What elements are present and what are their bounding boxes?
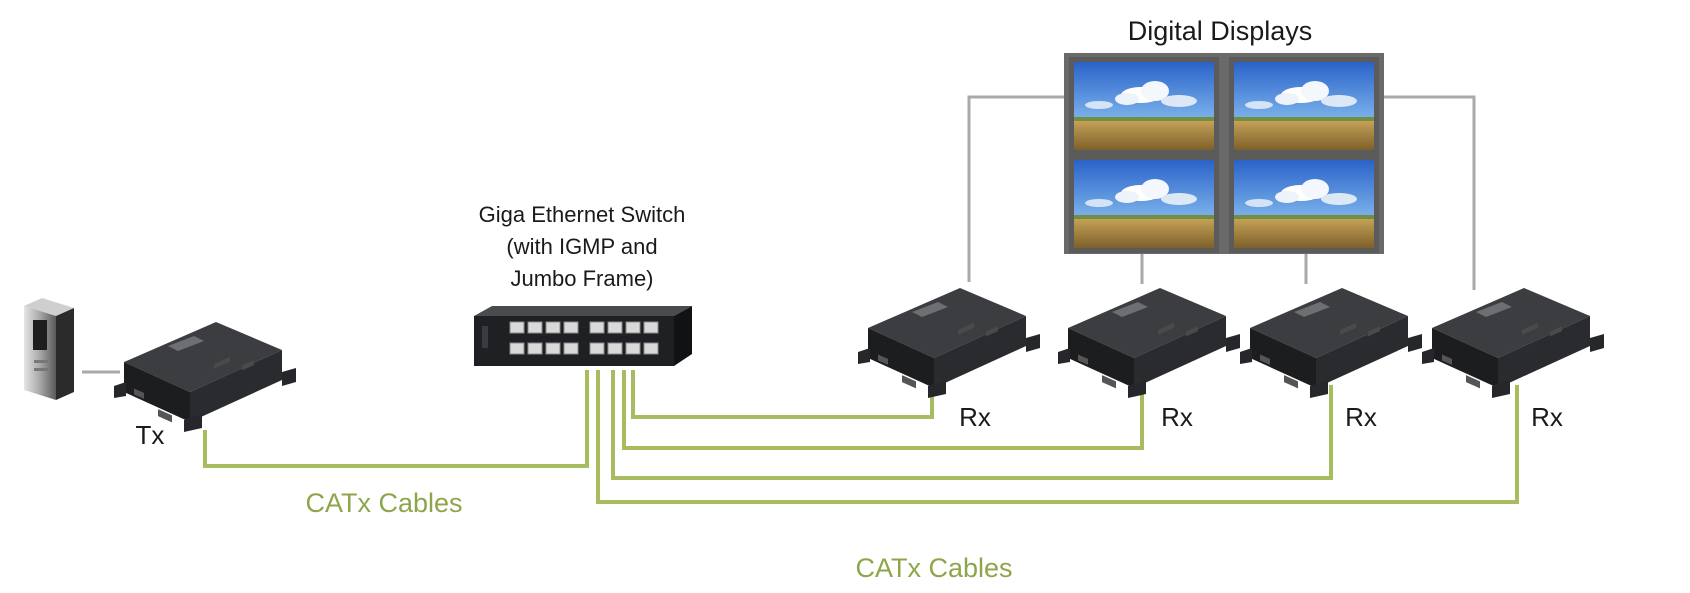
monitor-icon	[1069, 155, 1219, 253]
switch-label-line2: (with IGMP and	[506, 234, 657, 259]
ethernet-switch-icon	[474, 306, 692, 366]
diagram-title: Digital Displays	[1128, 16, 1313, 46]
hdmi-line-rx1	[967, 95, 1064, 282]
hdmi-extender-rx-icon	[1240, 288, 1422, 398]
catx-cables	[203, 370, 1519, 504]
hdmi-extender-rx-icon	[1058, 288, 1240, 398]
monitor-icon	[1229, 57, 1379, 155]
rx-label: Rx	[1531, 402, 1563, 432]
switch-label-line1: Giga Ethernet Switch	[479, 202, 686, 227]
rx-label: Rx	[959, 402, 991, 432]
tx-label: Tx	[136, 420, 165, 450]
hdmi-line-rx4	[1384, 95, 1476, 290]
cable-switch-rx1	[631, 370, 934, 419]
catx-cables-label-bottom: CATx Cables	[855, 553, 1012, 583]
cable-switch-rx2	[622, 370, 1144, 450]
switch-label-line3: Jumbo Frame)	[510, 266, 653, 291]
monitor-icon	[1229, 155, 1379, 253]
cable-switch-rx4	[596, 370, 1519, 504]
monitor-icon	[1069, 57, 1219, 155]
hdmi-extender-tx-icon	[114, 322, 296, 432]
display-wall	[1064, 53, 1384, 254]
pc-tower-icon	[24, 298, 74, 400]
hdmi-extender-rx-icon	[1422, 288, 1604, 398]
hdmi-extender-rx-icon	[858, 288, 1040, 398]
catx-cables-label-left: CATx Cables	[305, 488, 462, 518]
hdmi-lines	[82, 95, 1476, 374]
rx-label: Rx	[1161, 402, 1193, 432]
rx-label: Rx	[1345, 402, 1377, 432]
cable-tx-switch	[203, 370, 589, 468]
cable-switch-rx3	[611, 370, 1333, 480]
